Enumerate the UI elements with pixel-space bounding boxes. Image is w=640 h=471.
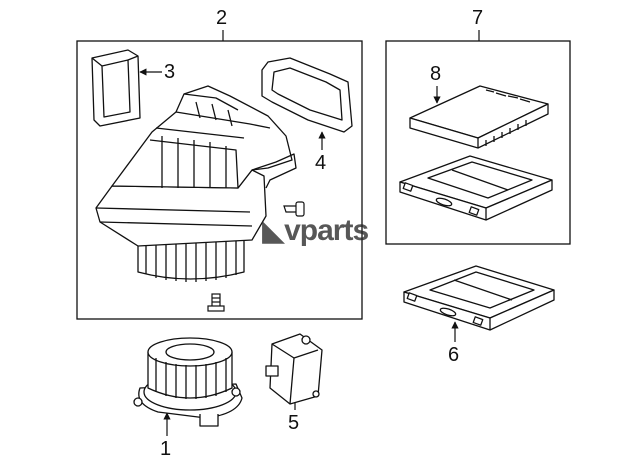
part-8-filter: [409, 85, 549, 149]
watermark-text: vparts: [284, 214, 369, 247]
watermark: ◣vparts: [262, 214, 369, 247]
part-2-housing: [95, 85, 297, 282]
callout-6: 6: [448, 344, 460, 366]
v-logo-icon: ◣: [262, 214, 285, 247]
screw-icon-lower: [207, 293, 225, 312]
part-5-actuator: [265, 333, 323, 405]
callout-1: 1: [160, 438, 172, 460]
callout-2: 2: [216, 7, 228, 29]
callout-5: 5: [288, 412, 300, 434]
part-7-filter-tray: [399, 155, 553, 221]
group-box-filter-kit: [385, 40, 571, 245]
part-1-blower-motor: [133, 337, 243, 427]
callout-7: 7: [472, 7, 484, 29]
part-4-seal: [261, 57, 353, 133]
part-6-filter-tray: [403, 265, 555, 331]
group-box-heater-unit: [76, 40, 363, 320]
screw-icon-upper: [283, 201, 305, 217]
callout-3: 3: [164, 61, 176, 83]
callout-4: 4: [315, 152, 327, 174]
callout-8: 8: [430, 63, 442, 85]
part-3-seal: [91, 49, 141, 127]
